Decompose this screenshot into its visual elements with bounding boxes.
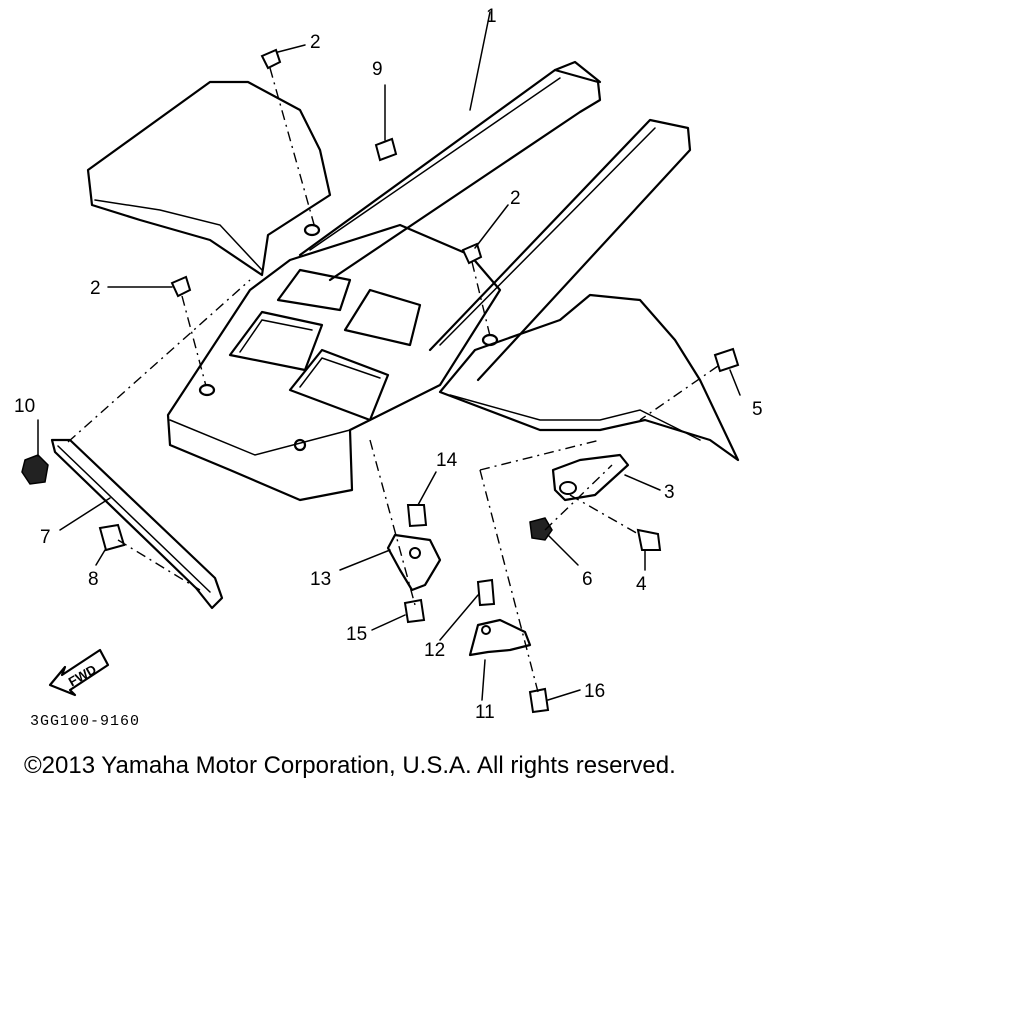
grab-rail-part [298, 60, 602, 282]
callout-2: 2 [510, 188, 521, 209]
fasteners [21, 48, 740, 714]
callout-2: 2 [310, 32, 321, 53]
callout-2: 2 [90, 278, 101, 299]
bracket-part-3 [551, 453, 630, 502]
callout-5: 5 [752, 399, 763, 420]
callout-4: 4 [636, 574, 647, 595]
callout-14: 14 [436, 450, 458, 471]
forward-arrow-icon: FWD [48, 648, 110, 697]
bracket-part-13 [386, 533, 442, 592]
leader-lines [37, 11, 741, 701]
rear-fender-body [86, 80, 740, 502]
fender-stay-part [50, 438, 224, 610]
callout-16: 16 [584, 681, 605, 702]
diagram-code: 3GG100-9160 [30, 713, 141, 730]
callout-6: 6 [582, 569, 593, 590]
callout-15: 15 [346, 624, 367, 645]
callout-10: 10 [14, 396, 35, 417]
rear-fender-parts-diagram: FWD 2 1 9 2 2 10 7 8 5 3 4 6 14 13 15 12… [14, 6, 763, 723]
callout-7: 7 [40, 527, 51, 548]
callout-3: 3 [664, 482, 675, 503]
callout-13: 13 [310, 569, 331, 590]
fwd-label: FWD [66, 661, 99, 689]
callout-11: 11 [475, 702, 495, 723]
callout-12: 12 [424, 640, 445, 661]
callout-1: 1 [486, 6, 497, 27]
bracket-part-11 [468, 618, 532, 657]
callout-8: 8 [88, 569, 99, 590]
copyright-notice: ©2013 Yamaha Motor Corporation, U.S.A. A… [24, 752, 676, 779]
assembly-lines [67, 67, 719, 693]
callout-labels: 2 1 9 2 2 10 7 8 5 3 4 6 14 13 15 12 11 … [14, 6, 763, 723]
callout-9: 9 [372, 59, 383, 80]
